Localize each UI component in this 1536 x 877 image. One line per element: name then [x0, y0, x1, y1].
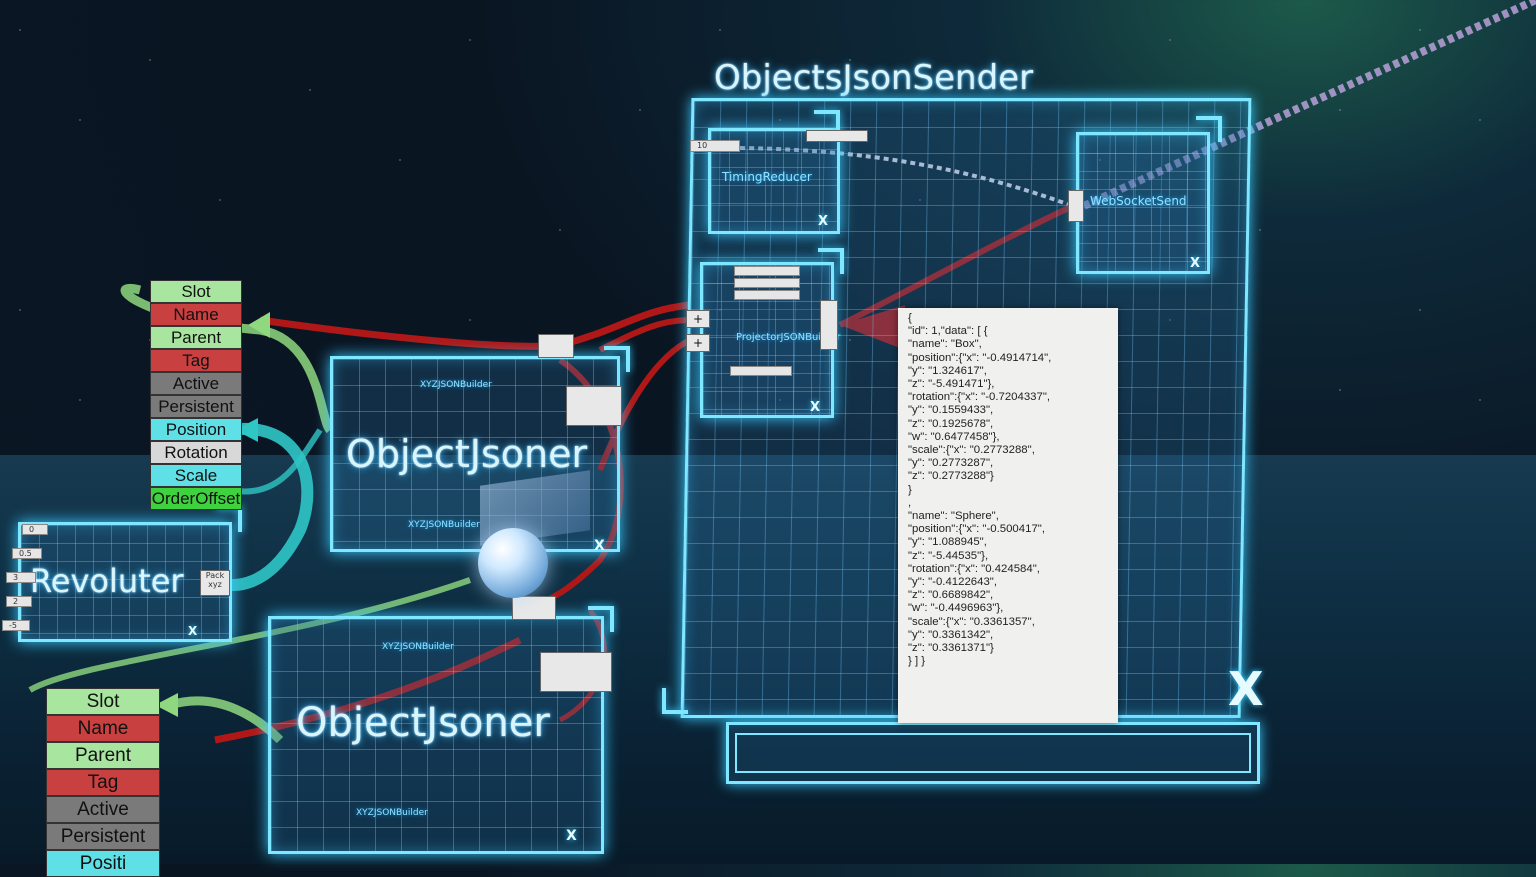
slot-field-position[interactable]: Position	[150, 418, 242, 441]
objects-json-sender-close-button[interactable]: X	[1228, 662, 1264, 716]
object-jsoner-2-json-text	[540, 652, 612, 692]
panel-corner-marker	[1196, 116, 1222, 142]
projector-json-input-c[interactable]	[734, 290, 800, 300]
object-jsoner-1-sub-builder-2: XYZJSONBuilder	[408, 520, 480, 530]
revoluter-input-5[interactable]: -5	[2, 620, 30, 631]
websocket-send-title: WebSocketSend	[1090, 194, 1187, 208]
slot-field-scale[interactable]: Scale	[150, 464, 242, 487]
timing-reducer-output-node	[806, 130, 868, 142]
object-jsoner-1-title: ObjectJsoner	[346, 432, 588, 476]
projector-json-builder-title: ProjectorJSONBuilder	[736, 332, 841, 343]
starfield-background	[0, 0, 1536, 454]
revoluter-title: Revoluter	[30, 562, 184, 600]
slot-field-active[interactable]: Active	[150, 372, 242, 395]
ocean-background	[0, 455, 1536, 864]
slot-field-name[interactable]: Name	[46, 715, 160, 742]
projector-add-input-button-2[interactable]: +	[686, 334, 710, 352]
objects-json-sender-footer-bar	[726, 722, 1260, 784]
object-jsoner-2-sub-builder-1: XYZJSONBuilder	[382, 642, 454, 652]
objects-json-sender-title: ObjectsJsonSender	[714, 58, 1034, 98]
slot-field-persistent[interactable]: Persistent	[150, 395, 242, 418]
json-output-display: { "id": 1,"data": [ { "name": "Box", "po…	[898, 308, 1118, 723]
websocket-send-panel	[1076, 132, 1210, 274]
object-jsoner-1-output-node	[538, 334, 574, 358]
slot-field-active[interactable]: Active	[46, 796, 160, 823]
sphere-object[interactable]	[478, 528, 548, 598]
websocket-send-close-button[interactable]: X	[1190, 256, 1201, 271]
revoluter-pack-xyz-label: Pack xyz	[205, 571, 225, 589]
revoluter-input-3[interactable]: 3	[6, 572, 36, 583]
object-jsoner-1-close-button[interactable]: X	[594, 538, 605, 554]
revoluter-pack-xyz-node: Pack xyz	[200, 570, 230, 596]
revoluter-close-button[interactable]: X	[188, 624, 198, 638]
revoluter-input-1[interactable]: 0	[22, 524, 48, 535]
timing-reducer-title: TimingReducer	[722, 170, 812, 184]
slot-field-persistent[interactable]: Persistent	[46, 823, 160, 850]
object-jsoner-2-panel	[268, 616, 604, 854]
revoluter-input-4[interactable]: 2	[6, 596, 32, 607]
projector-json-bottom-input[interactable]	[730, 366, 792, 376]
object-jsoner-2-sub-builder-2: XYZJSONBuilder	[356, 808, 428, 818]
object-jsoner-2-close-button[interactable]: X	[566, 828, 577, 844]
slot-field-parent[interactable]: Parent	[150, 326, 242, 349]
slot-field-tag[interactable]: Tag	[46, 769, 160, 796]
slot-field-parent[interactable]: Parent	[46, 742, 160, 769]
projector-json-builder-panel	[700, 262, 834, 418]
object-jsoner-1-sub-builder-1: XYZJSONBuilder	[420, 380, 492, 390]
revoluter-input-2[interactable]: 0.5	[12, 548, 42, 559]
object-jsoner-2-output-node	[512, 596, 556, 620]
timing-reducer-interval-input[interactable]: 10	[690, 140, 740, 152]
projector-json-builder-close-button[interactable]: X	[810, 400, 821, 415]
projector-add-input-button[interactable]: +	[686, 310, 710, 328]
slot-field-rotation[interactable]: Rotation	[150, 441, 242, 464]
websocket-send-input-node	[1068, 190, 1084, 222]
projector-json-output-node	[820, 300, 838, 350]
slot-field-slot[interactable]: Slot	[46, 688, 160, 715]
slot-field-slot[interactable]: Slot	[150, 280, 242, 303]
panel-corner-marker	[814, 110, 840, 136]
object-jsoner-1-json-text	[566, 386, 622, 426]
panel-corner-marker	[818, 248, 844, 274]
object-jsoner-2-title: ObjectJsoner	[296, 700, 550, 746]
panel-corner-marker	[662, 688, 688, 714]
projector-json-input-b[interactable]	[734, 278, 800, 288]
projector-json-input-a[interactable]	[734, 266, 800, 276]
slot-field-tag[interactable]: Tag	[150, 349, 242, 372]
panel-corner-marker	[604, 346, 630, 372]
timing-reducer-close-button[interactable]: X	[818, 214, 829, 229]
slot-field-name[interactable]: Name	[150, 303, 242, 326]
panel-corner-marker	[588, 606, 614, 632]
slot-field-orderoffset[interactable]: OrderOffset	[150, 487, 242, 510]
